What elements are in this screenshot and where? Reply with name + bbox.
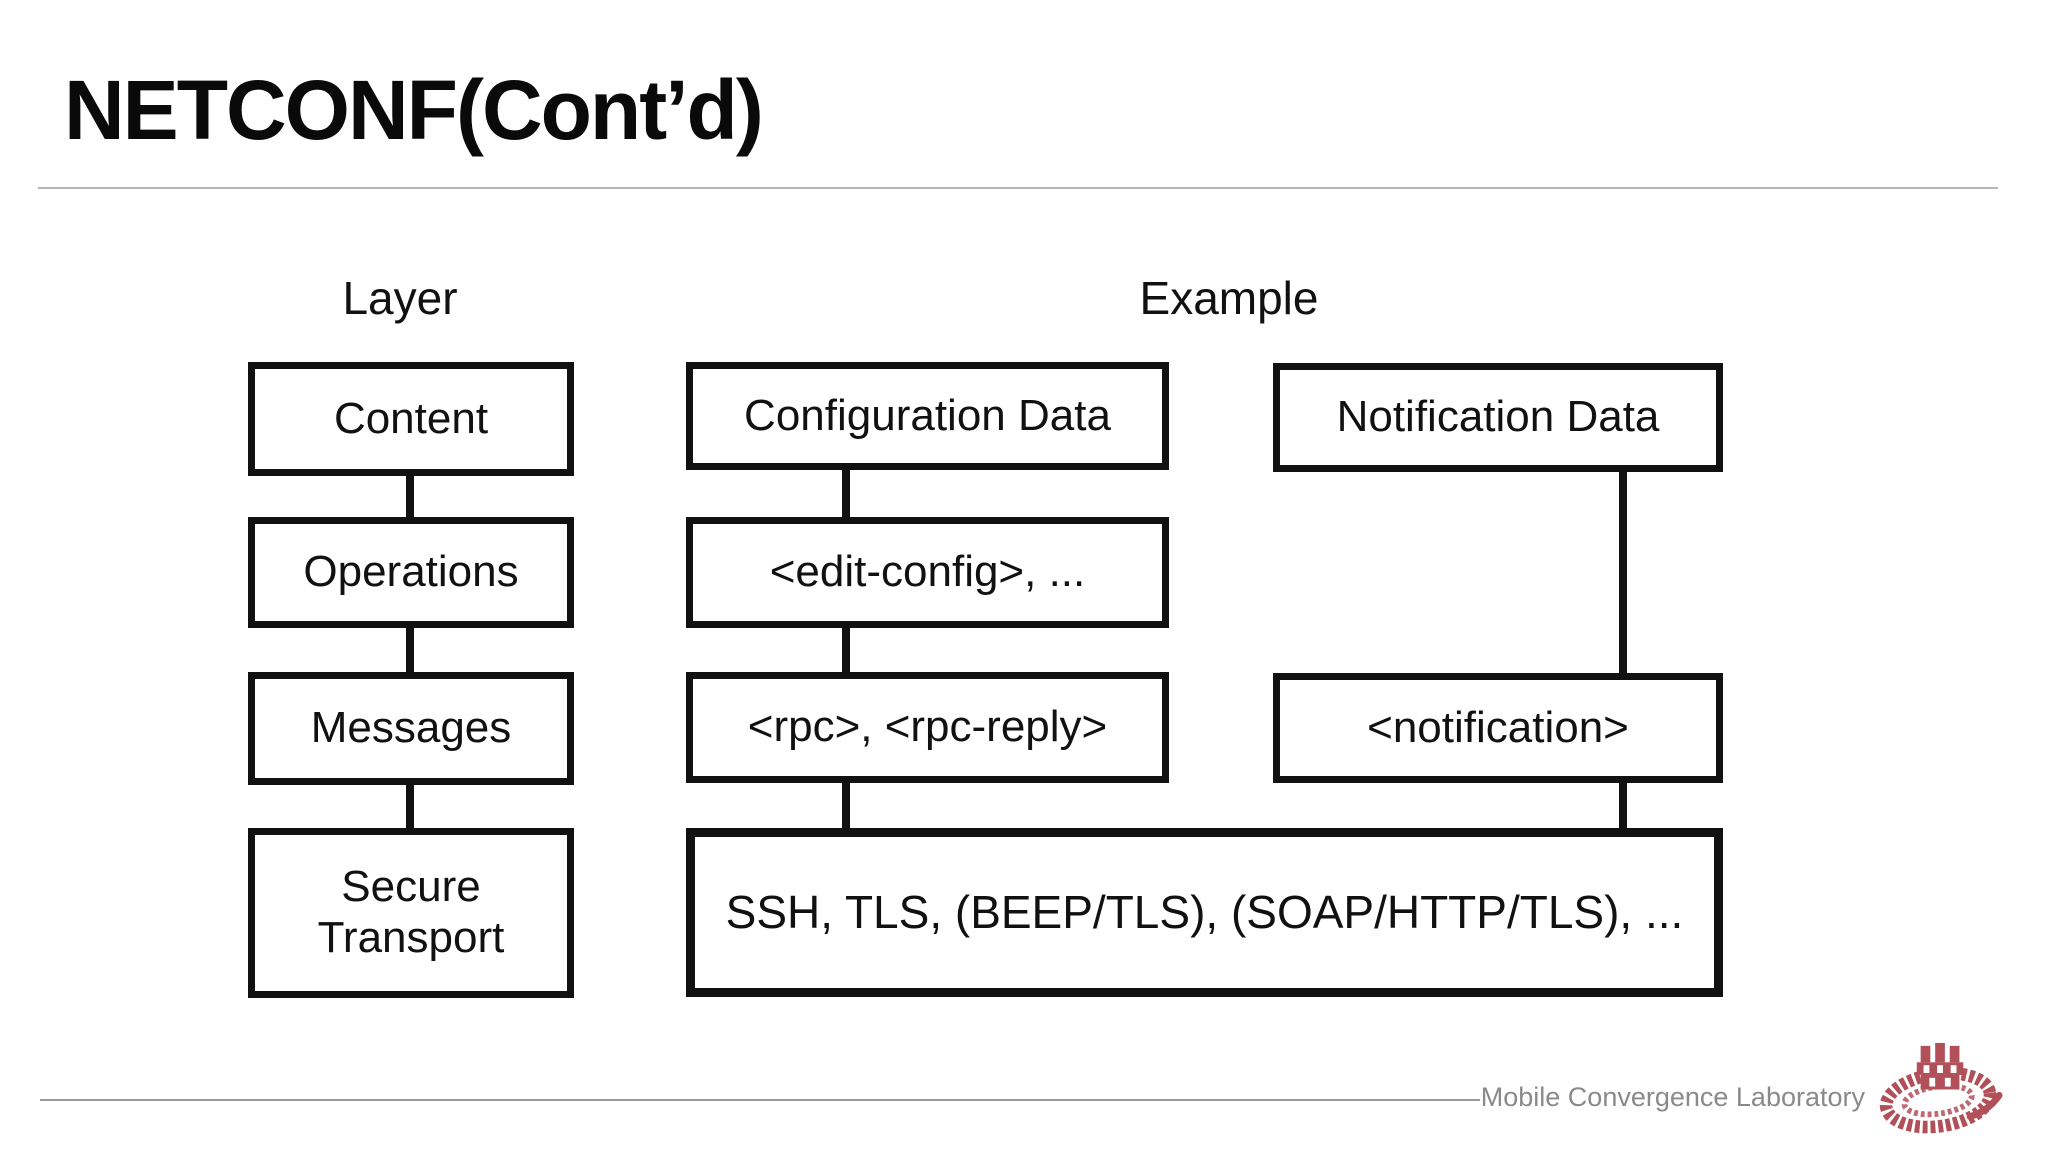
box-rpc: <rpc>, <rpc-reply> <box>686 672 1169 783</box>
box-secure-transport: Secure Transport <box>248 828 574 998</box>
box-messages: Messages <box>248 672 574 785</box>
box-edit-config: <edit-config>, ... <box>686 517 1169 628</box>
box-configuration-data: Configuration Data <box>686 362 1169 470</box>
footer-divider <box>40 1099 1480 1101</box>
connector-line <box>842 777 850 833</box>
slide-title: NETCONF(Cont’d) <box>64 63 764 157</box>
box-transport-protocols: SSH, TLS, (BEEP/TLS), (SOAP/HTTP/TLS), .… <box>686 828 1723 997</box>
connector-line <box>406 622 414 677</box>
box-operations: Operations <box>248 517 574 628</box>
column-header-example: Example <box>1139 272 1319 324</box>
box-notification: <notification> <box>1273 673 1723 783</box>
box-notification-data: Notification Data <box>1273 363 1723 472</box>
connector-line <box>406 470 414 522</box>
connector-line <box>842 622 850 677</box>
connector-line <box>1619 466 1627 678</box>
box-content: Content <box>248 362 574 476</box>
column-header-layer: Layer <box>342 272 458 324</box>
title-divider <box>38 187 1998 189</box>
university-crest-icon <box>1879 1042 2003 1134</box>
connector-line <box>406 779 414 833</box>
connector-line <box>842 464 850 522</box>
footer-lab-name: Mobile Convergence Laboratory <box>1480 1082 1865 1112</box>
connector-line <box>1619 777 1627 833</box>
